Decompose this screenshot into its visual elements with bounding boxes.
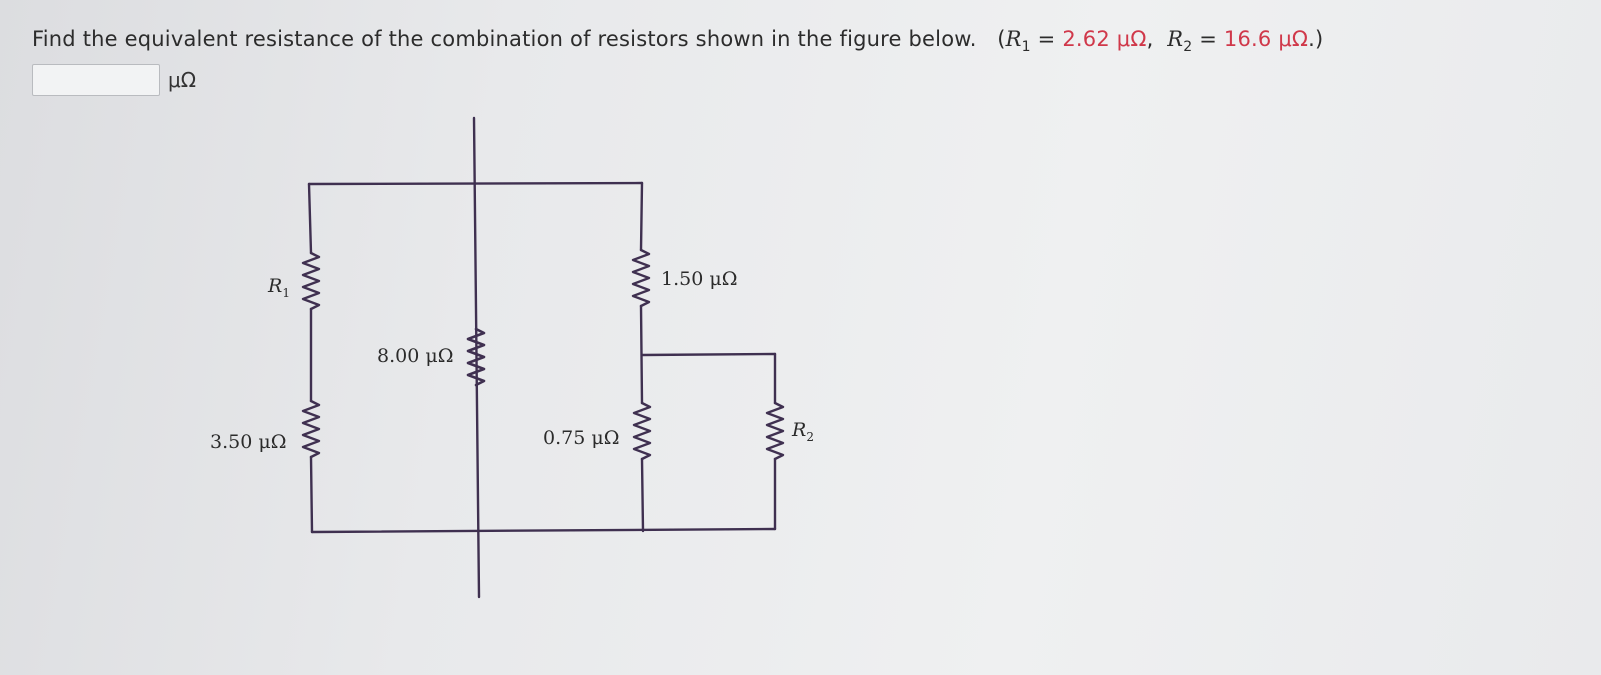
answer-row: μΩ [32, 64, 196, 96]
right-branch-wire-top [639, 181, 644, 252]
answer-unit: μΩ [168, 68, 197, 92]
equals-sign-1: = [1030, 27, 1063, 51]
r2-value: 16.6 μΩ [1223, 27, 1309, 51]
r2-top-wire [640, 352, 777, 357]
r2-subscript: 2 [1183, 39, 1193, 56]
r1-symbol: R [1005, 27, 1022, 51]
right-branch-wire-bottom [640, 457, 645, 533]
r150-label: 1.50 μΩ [661, 268, 737, 290]
r150-resistor-zigzag [631, 248, 651, 308]
r2-symbol: R [1167, 27, 1184, 51]
r350-resistor-zigzag [301, 399, 321, 459]
question-prefix: Find the equivalent resistance of the co… [32, 27, 977, 51]
close-paren: .) [1308, 27, 1324, 51]
question-text: Find the equivalent resistance of the co… [32, 27, 1323, 55]
terminal-wire [472, 116, 481, 599]
r1-value: 2.62 μΩ [1062, 27, 1147, 51]
equals-sign-2: = [1192, 27, 1224, 51]
answer-input[interactable] [32, 64, 160, 96]
r1-subscript: 1 [1021, 39, 1031, 56]
open-paren: ( [997, 27, 1006, 51]
comma: , [1146, 27, 1154, 51]
r1-label: R1 [267, 275, 290, 300]
r075-label: 0.75 μΩ [543, 427, 619, 449]
top-wire [307, 181, 644, 186]
r800-label: 8.00 μΩ [377, 345, 453, 367]
r075-resistor-zigzag [632, 401, 652, 461]
given-values: (R1 = 2.62 μΩ, R2 = 16.6 μΩ.) [983, 27, 1324, 55]
left-branch-wire-top [307, 182, 313, 255]
r2-label: R2 [791, 419, 814, 444]
r350-label: 3.50 μΩ [210, 431, 286, 453]
r1-resistor-zigzag [301, 251, 321, 311]
bottom-wire [310, 527, 777, 534]
r800-resistor-zigzag [466, 327, 486, 387]
r2-resistor-zigzag [765, 401, 785, 461]
left-branch-wire-bottom [309, 455, 314, 534]
